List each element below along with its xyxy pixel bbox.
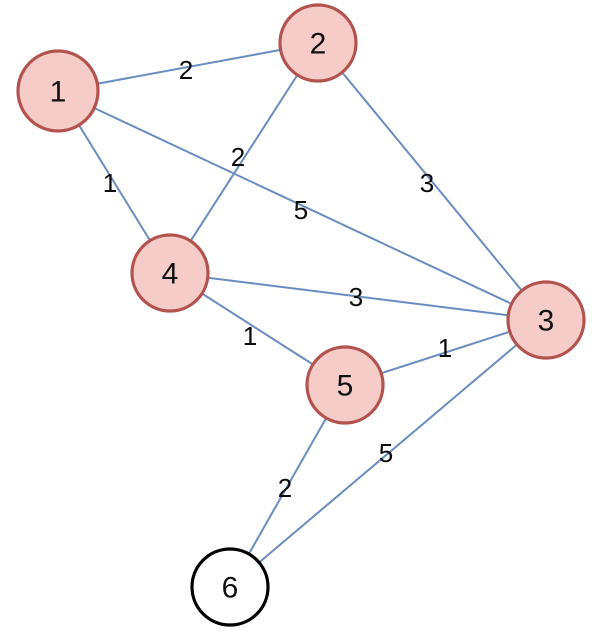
node-circle-4[interactable] [130, 233, 210, 313]
edge-weight-label-n1-n4: 1 [103, 168, 117, 198]
node-label-5: 5 [337, 370, 354, 403]
edge-weight-label-n2-n3: 3 [420, 168, 434, 198]
graph-node-3[interactable]: 3 [506, 280, 586, 360]
graph-node-4[interactable]: 4 [130, 233, 210, 313]
edge-labels-layer: 2 1 5 2 3 3 1 1 2 5 [103, 55, 452, 503]
graph-edge-n1-n4 [77, 124, 152, 242]
graph-edge-n5-n3 [380, 330, 511, 375]
edge-weight-label-n5-n6: 2 [278, 473, 292, 503]
edge-weight-label-n2-n4: 2 [231, 142, 245, 172]
edge-weight-label-n4-n3: 3 [349, 282, 363, 312]
graph-edge-n4-n5 [201, 292, 314, 366]
graph-node-6[interactable]: 6 [190, 547, 270, 627]
graph-edge-n4-n3 [206, 276, 510, 317]
node-circle-1[interactable] [16, 49, 100, 133]
graph-edge-n6-n3 [258, 343, 518, 564]
node-label-3: 3 [538, 305, 555, 338]
graph-edge-n5-n6 [247, 417, 328, 555]
node-circle-6[interactable] [190, 547, 270, 627]
nodes-layer: 1 2 3 4 5 6 [16, 3, 586, 627]
node-label-1: 1 [50, 76, 67, 109]
edge-weight-label-n5-n3: 1 [438, 333, 452, 363]
graph-edge-n2-n3 [341, 71, 523, 292]
graph-edge-n2-n4 [189, 73, 299, 243]
node-circle-2[interactable] [278, 3, 358, 83]
graph-edge-n1-n3 [93, 106, 513, 305]
graph-node-1[interactable]: 1 [16, 49, 100, 133]
edge-weight-label-n4-n5: 1 [243, 321, 257, 351]
node-label-6: 6 [222, 572, 239, 605]
graph-edge-n1-n2 [96, 48, 282, 85]
edge-weight-label-n6-n3: 5 [379, 438, 393, 468]
edge-weight-label-n1-n2: 2 [179, 55, 193, 85]
graph-node-2[interactable]: 2 [278, 3, 358, 83]
node-circle-3[interactable] [506, 280, 586, 360]
edge-weight-label-n1-n3: 5 [294, 195, 308, 225]
node-label-2: 2 [310, 28, 327, 61]
node-label-4: 4 [162, 258, 179, 291]
edges-layer [77, 48, 523, 564]
node-circle-5[interactable] [305, 345, 385, 425]
graph-node-5[interactable]: 5 [305, 345, 385, 425]
